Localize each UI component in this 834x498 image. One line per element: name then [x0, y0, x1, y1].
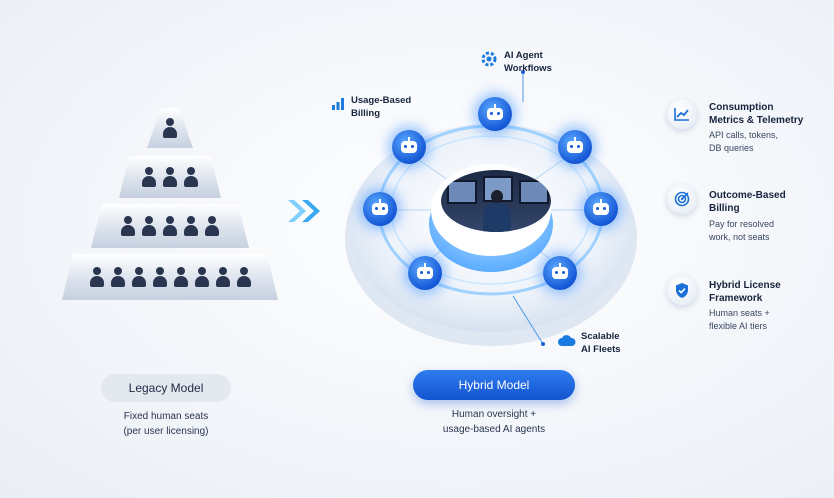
- legacy-caption: Fixed human seats (per user licensing): [86, 409, 246, 439]
- workflows-label: AI Agent Workflows: [504, 49, 552, 75]
- robot-icon: [552, 263, 568, 279]
- gear-icon: [481, 51, 497, 72]
- robot-icon: [593, 199, 609, 215]
- hybrid-caption-line2: usage-based AI agents: [442, 424, 546, 435]
- operator-screen: [441, 170, 551, 232]
- legacy-caption-line1: Fixed human seats: [123, 411, 209, 422]
- shield-check-icon: [667, 275, 697, 305]
- feature-title: Consumption Metrics & Telemetry: [709, 101, 803, 127]
- feature-desc: Pay for resolved work, not seats: [709, 218, 774, 244]
- fleets-line1: Scalable: [581, 331, 620, 342]
- fleets-label: Scalable AI Fleets: [581, 330, 621, 356]
- feature-desc-line1: Human seats +: [709, 308, 770, 318]
- workflows-line1: AI Agent: [504, 50, 543, 61]
- feature-title-line1: Consumption: [709, 102, 774, 113]
- monitor-left: [447, 180, 477, 204]
- legacy-caption-line2: (per user licensing): [123, 426, 209, 437]
- legacy-model-label: Legacy Model: [101, 374, 231, 402]
- legacy-model-text: Legacy Model: [128, 381, 204, 395]
- pyramid-tier-2: [119, 156, 221, 198]
- person-icon: [183, 167, 199, 187]
- billing-line1: Usage-Based: [351, 95, 412, 106]
- feature-desc-line2: DB queries: [709, 143, 754, 153]
- billing-line2: Billing: [351, 108, 381, 119]
- person-icon: [152, 267, 168, 287]
- ai-agent-bot: [478, 97, 512, 131]
- person-icon: [162, 216, 178, 236]
- operator-person: [483, 190, 511, 232]
- feature-title-line1: Hybrid License: [709, 280, 781, 291]
- person-icon: [173, 267, 189, 287]
- feature-desc-line1: API calls, tokens,: [709, 130, 779, 140]
- person-icon: [89, 267, 105, 287]
- feature-desc-line2: flexible AI tiers: [709, 321, 768, 331]
- person-icon: [162, 167, 178, 187]
- bar-chart-icon: [331, 97, 345, 116]
- feature-title: Outcome-Based Billing: [709, 189, 786, 215]
- person-icon: [204, 216, 220, 236]
- person-icon: [236, 267, 252, 287]
- person-icon: [131, 267, 147, 287]
- robot-icon: [417, 263, 433, 279]
- person-icon: [215, 267, 231, 287]
- monitor-right: [519, 180, 549, 204]
- hybrid-model-text: Hybrid Model: [458, 378, 530, 392]
- feature-title-line2: Framework: [709, 293, 763, 304]
- billing-label: Usage-Based Billing: [351, 94, 411, 120]
- feature-title-line2: Metrics & Telemetry: [709, 115, 804, 126]
- feature-desc: Human seats + flexible AI tiers: [709, 307, 770, 333]
- robot-icon: [487, 104, 503, 120]
- feature-desc: API calls, tokens, DB queries: [709, 129, 778, 155]
- hybrid-model-label: Hybrid Model: [413, 370, 575, 400]
- ai-agent-bot: [558, 130, 592, 164]
- feature-desc-line2: work, not seats: [709, 232, 770, 242]
- person-icon: [141, 216, 157, 236]
- pyramid-tier-3: [91, 204, 249, 248]
- ai-agent-bot: [392, 130, 426, 164]
- workflows-line2: Workflows: [504, 63, 552, 74]
- person-icon: [110, 267, 126, 287]
- target-icon: [667, 184, 697, 214]
- feature-title-line1: Outcome-Based: [709, 190, 786, 201]
- feature-desc-line1: Pay for resolved: [709, 219, 775, 229]
- person-icon: [141, 167, 157, 187]
- pyramid-tier-4: [62, 254, 278, 300]
- person-icon: [183, 216, 199, 236]
- person-icon: [194, 267, 210, 287]
- feature-title-line2: Billing: [709, 203, 740, 214]
- ai-agent-bot: [543, 256, 577, 290]
- chevron-right-icon: [286, 198, 326, 229]
- cloud-icon: [558, 334, 576, 352]
- robot-icon: [372, 199, 388, 215]
- person-icon: [120, 216, 136, 236]
- fleets-line2: AI Fleets: [581, 344, 621, 355]
- legacy-pyramid: [60, 108, 280, 308]
- robot-icon: [401, 137, 417, 153]
- person-icon: [162, 118, 178, 138]
- analytics-chart-icon: [667, 99, 697, 129]
- ai-agent-bot: [363, 192, 397, 226]
- hybrid-caption: Human oversight + usage-based AI agents: [414, 407, 574, 437]
- feature-title: Hybrid License Framework: [709, 279, 781, 305]
- ai-agent-bot: [408, 256, 442, 290]
- pyramid-tier-1: [147, 108, 193, 148]
- ai-agent-bot: [584, 192, 618, 226]
- robot-icon: [567, 137, 583, 153]
- hybrid-caption-line1: Human oversight +: [451, 409, 537, 420]
